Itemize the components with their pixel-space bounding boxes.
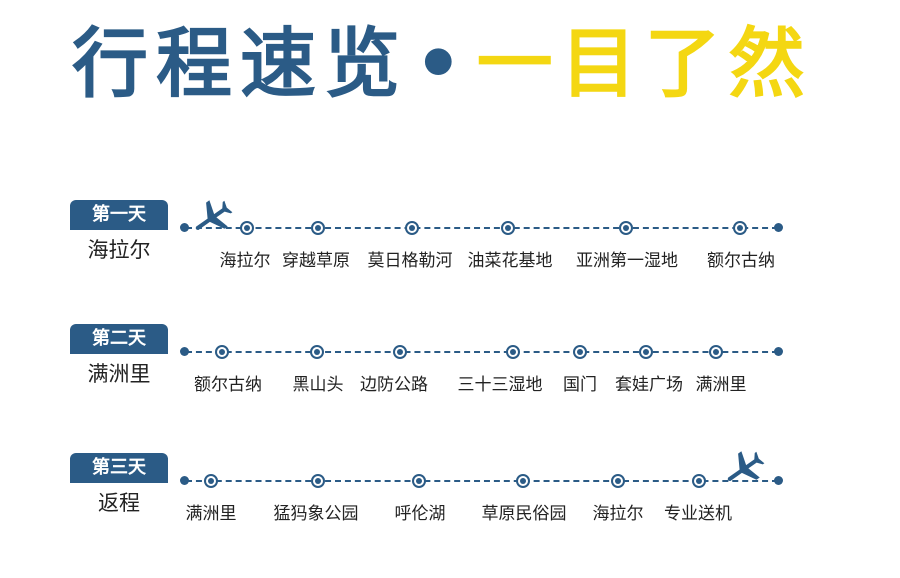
stop-label: 黑山头 (292, 375, 344, 395)
route-track: 海拉尔 穿越草原 莫日格勒河 油菜花基地 亚洲第一湿地 额尔古纳 (0, 192, 900, 272)
route-track: 额尔古纳 黑山头 边防公路 三十三湿地 国门 套娃广场 满洲里 (0, 316, 900, 396)
stop-label: 边防公路 (360, 375, 428, 395)
title-part-yellow: 一目了然 (476, 19, 813, 108)
stop-marker (412, 474, 426, 488)
stop-label: 呼伦湖 (394, 504, 446, 524)
stop-marker (516, 474, 530, 488)
stop-label: 满洲里 (185, 504, 237, 524)
stop-marker (506, 345, 520, 359)
day-2-row: 第二天 满洲里 额尔古纳 黑山头 边防公路 三十三湿地 国门 套娃广场 满洲里 (0, 316, 900, 396)
route-start-dot (180, 476, 189, 485)
route-start-dot (180, 347, 189, 356)
stop-label: 专业送机 (664, 504, 732, 524)
title-part-blue: 行程速览 (72, 19, 408, 108)
stop-marker (311, 474, 325, 488)
stop-label: 莫日格勒河 (367, 251, 453, 271)
day-3-row: 第三天 返程 满洲里 猛犸象公园 呼伦湖 草原民俗园 海拉尔 专业送机 (0, 445, 900, 525)
title-separator: • (414, 19, 471, 108)
route-line (186, 351, 778, 353)
route-start-dot (180, 223, 189, 232)
stop-label: 海拉尔 (592, 504, 644, 524)
stop-label: 额尔古纳 (194, 375, 262, 395)
stop-label: 穿越草原 (282, 251, 350, 271)
stop-marker (692, 474, 706, 488)
airplane-icon (195, 200, 233, 230)
stop-marker (204, 474, 218, 488)
day-city: 海拉尔 (87, 238, 151, 262)
route-end-dot (774, 476, 783, 485)
stop-marker (311, 221, 325, 235)
day-badge: 第二天 (70, 324, 168, 354)
stop-label: 猛犸象公园 (273, 504, 359, 524)
stop-marker (573, 345, 587, 359)
stop-label: 草原民俗园 (481, 504, 567, 524)
page-title: 行程速览•一目了然 (72, 14, 813, 114)
stop-label: 额尔古纳 (707, 251, 775, 271)
stop-marker (639, 345, 653, 359)
day-city: 满洲里 (87, 362, 151, 386)
stop-marker (709, 345, 723, 359)
day-badge: 第三天 (70, 453, 168, 483)
route-line (186, 227, 778, 229)
stop-marker (310, 345, 324, 359)
route-line (186, 480, 778, 482)
stop-marker (405, 221, 419, 235)
day-city: 返程 (98, 491, 140, 515)
route-end-dot (774, 347, 783, 356)
day-1-row: 第一天 海拉尔 海拉尔 穿越草原 莫日格勒河 油菜花基地 亚洲第一湿地 额尔古纳 (0, 192, 900, 272)
stop-marker (501, 221, 515, 235)
route-track: 满洲里 猛犸象公园 呼伦湖 草原民俗园 海拉尔 专业送机 (0, 445, 900, 525)
stop-marker (619, 221, 633, 235)
airplane-icon (727, 451, 765, 481)
route-end-dot (774, 223, 783, 232)
stop-marker (393, 345, 407, 359)
stop-marker (733, 221, 747, 235)
stop-label: 亚洲第一湿地 (576, 251, 678, 271)
stop-marker (215, 345, 229, 359)
stop-label: 海拉尔 (219, 251, 271, 271)
day-badge: 第一天 (70, 200, 168, 230)
stop-label: 套娃广场 (615, 375, 683, 395)
stop-label: 油菜花基地 (467, 251, 553, 271)
stop-label: 三十三湿地 (457, 375, 543, 395)
stop-label: 国门 (563, 375, 597, 395)
stop-label: 满洲里 (695, 375, 747, 395)
stop-marker (611, 474, 625, 488)
stop-marker (240, 221, 254, 235)
